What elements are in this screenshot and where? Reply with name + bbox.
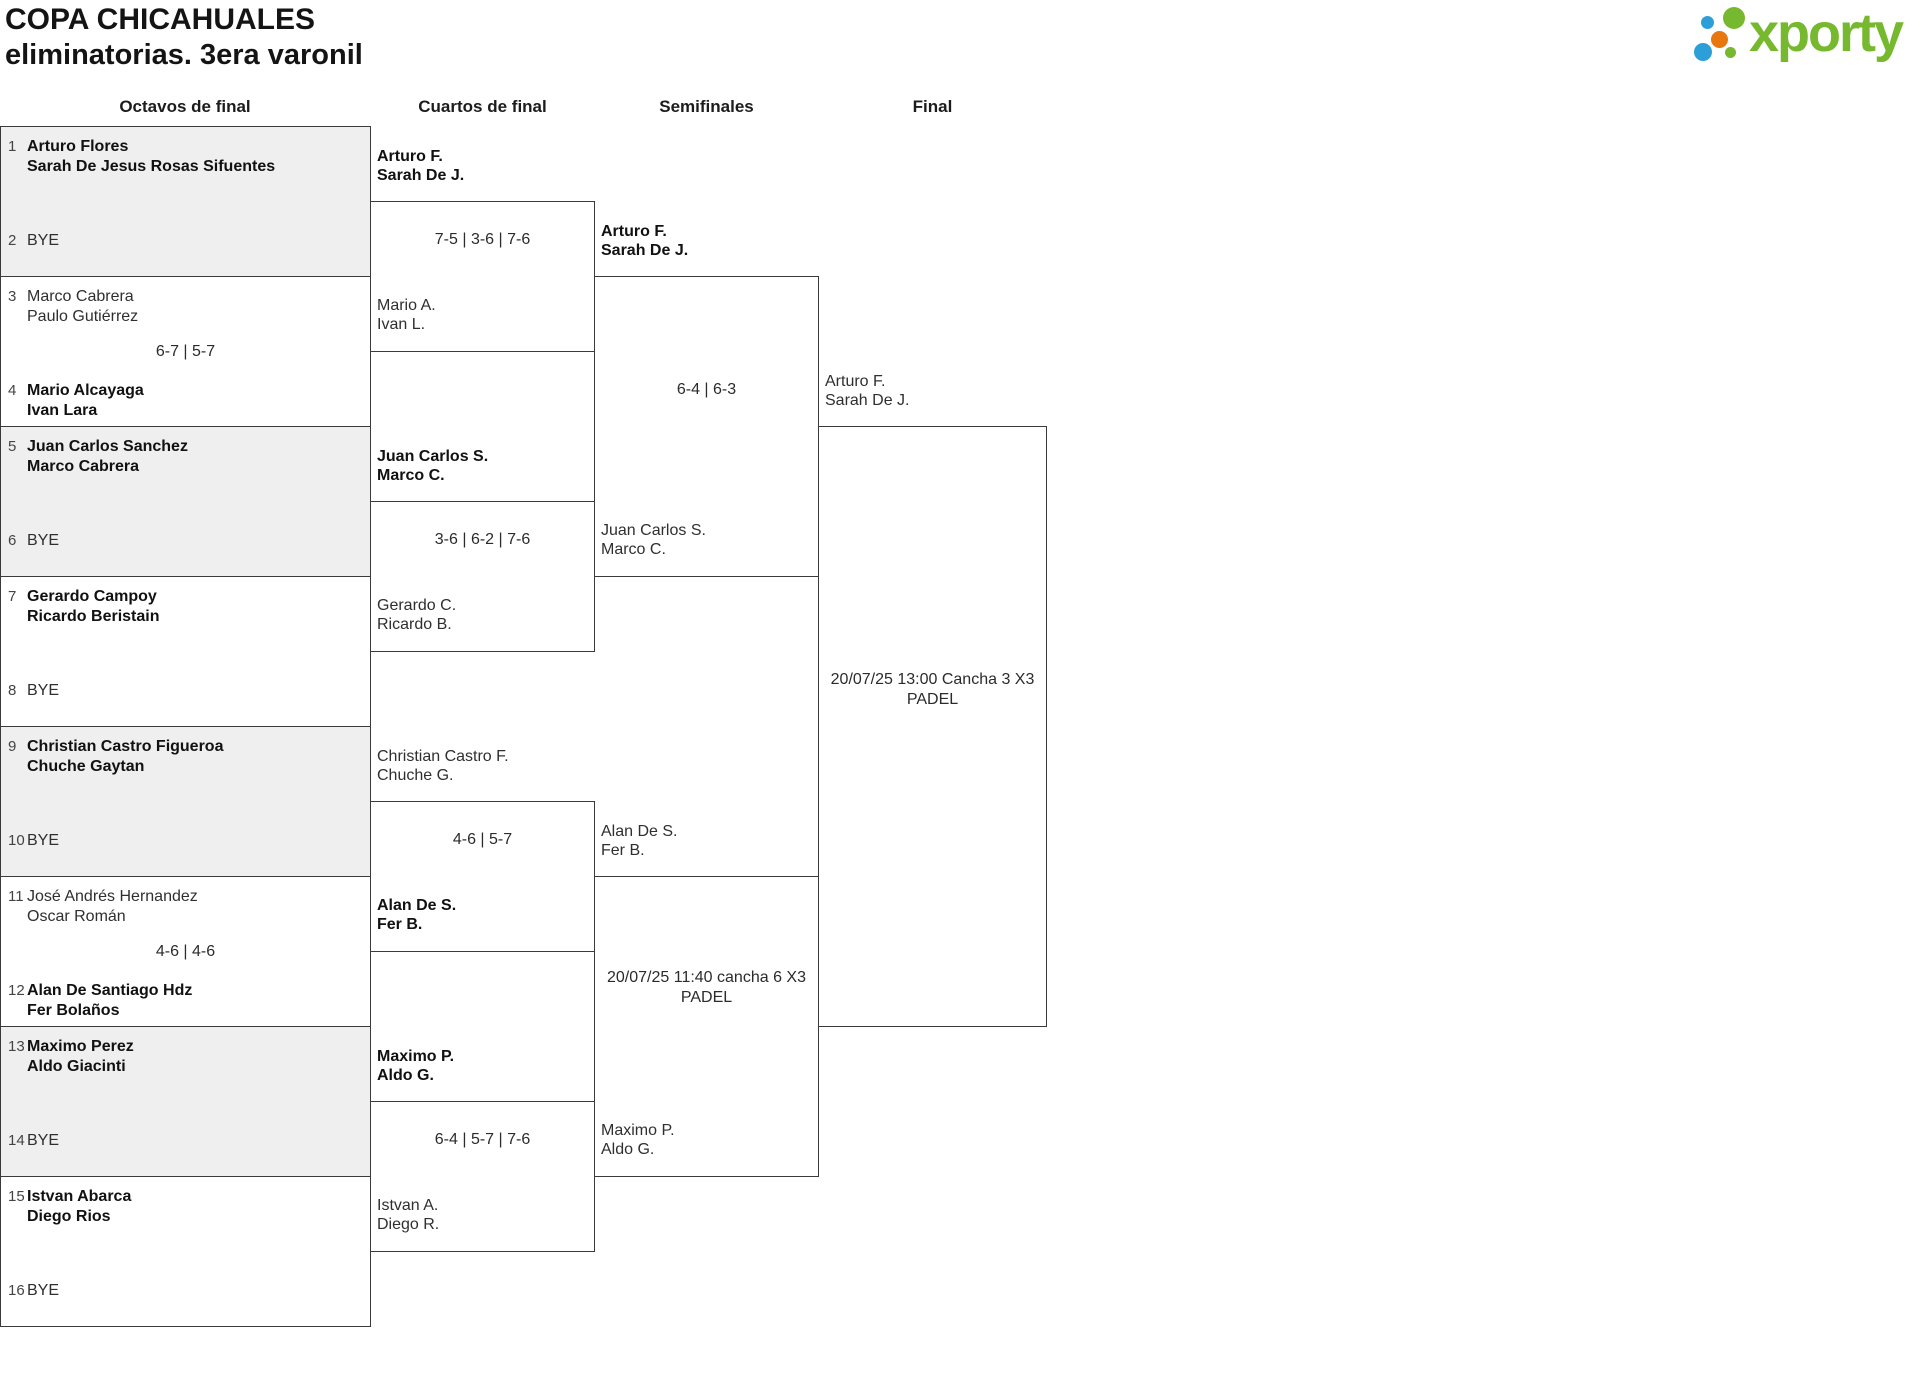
team-name: Alan De S.Fer B. [377,897,457,933]
seed-number: 4 [8,382,17,399]
team-name: Alan De S.Fer B. [601,823,678,859]
logo-dot-icon [1711,31,1728,48]
match-score: 7-5 | 3-6 | 7-6 [434,231,531,248]
seed-number: 9 [8,738,17,755]
round-header-octavos: Octavos de final [119,97,251,116]
seed-number: 13 [8,1038,25,1055]
qf-match-1: Arturo F.Sarah De J. 7-5 | 3-6 | 7-6 Mar… [370,148,595,352]
team-name: BYE [27,1282,60,1299]
team-name: BYE [27,832,60,849]
team-name: Gerardo C.Ricardo B. [377,597,457,633]
logo-dot-icon [1701,16,1714,29]
page-title: COPA CHICAHUALES [5,3,316,36]
team-name: Maximo P.Aldo G. [377,1048,455,1084]
logo-wordmark: xporty [1749,3,1904,63]
round-header-final: Final [912,97,953,116]
page-subtitle: eliminatorias. 3era varonil [5,39,363,71]
match-score: 6-4 | 5-7 | 7-6 [434,1131,531,1148]
seed-number: 15 [8,1188,25,1205]
team-name: BYE [27,232,60,249]
team-name: Maximo P.Aldo G. [601,1122,675,1158]
seed-number: 8 [8,682,17,699]
team-name: BYE [27,532,60,549]
match-score: 6-7 | 5-7 [155,342,216,360]
xporty-logo[interactable]: xporty [1676,0,1916,75]
seed-number: 12 [8,982,25,999]
seed-number: 3 [8,288,17,305]
match-score: 4-6 | 5-7 [452,831,513,848]
qf-match-3: Christian Castro F.Chuche G. 4-6 | 5-7 A… [370,748,595,952]
seed-number: 11 [8,888,24,905]
team-name: Arturo F.Sarah De J. [377,148,465,184]
team-name: Istvan A.Diego R. [377,1197,440,1233]
seed-number: 16 [8,1282,25,1299]
team-name: Mario A.Ivan L. [377,297,436,333]
seed-number: 6 [8,532,17,549]
qf-match-2: Juan Carlos S.Marco C. 3-6 | 6-2 | 7-6 G… [370,448,595,652]
logo-dot-icon [1723,7,1745,29]
sf-match-2: Alan De S.Fer B. 20/07/25 11:40 cancha 6… [594,823,819,1177]
team-name: Arturo F.Sarah De J. [825,373,910,409]
match-score: 4-6 | 4-6 [155,942,216,960]
team-name: BYE [27,682,60,699]
seed-number: 2 [8,232,17,249]
seed-number: 1 [8,138,17,155]
team-name: Juan Carlos S.Marco C. [601,522,706,558]
round-header-semifinales: Semifinales [659,97,754,116]
seed-number: 10 [8,832,25,849]
match-score: 3-6 | 6-2 | 7-6 [434,531,531,548]
team-name: Christian Castro F.Chuche G. [377,748,509,784]
seed-number: 7 [8,588,17,605]
logo-dot-icon [1694,43,1712,61]
match-score: 6-4 | 6-3 [676,381,737,398]
team-name: Juan Carlos S.Marco C. [377,448,489,484]
round-header-cuartos: Cuartos de final [418,97,547,116]
team-name: Arturo F.Sarah De J. [601,223,689,259]
logo-dot-icon [1725,47,1736,58]
qf-match-4: Maximo P.Aldo G. 6-4 | 5-7 | 7-6 Istvan … [370,1048,595,1252]
sf-match-1: Arturo F.Sarah De J. 6-4 | 6-3 Juan Carl… [594,223,819,577]
seed-number: 14 [8,1132,25,1149]
seed-number: 5 [8,438,17,455]
team-name: BYE [27,1132,60,1149]
final-match: Arturo F.Sarah De J. 20/07/25 13:00 Canc… [818,373,1047,1027]
